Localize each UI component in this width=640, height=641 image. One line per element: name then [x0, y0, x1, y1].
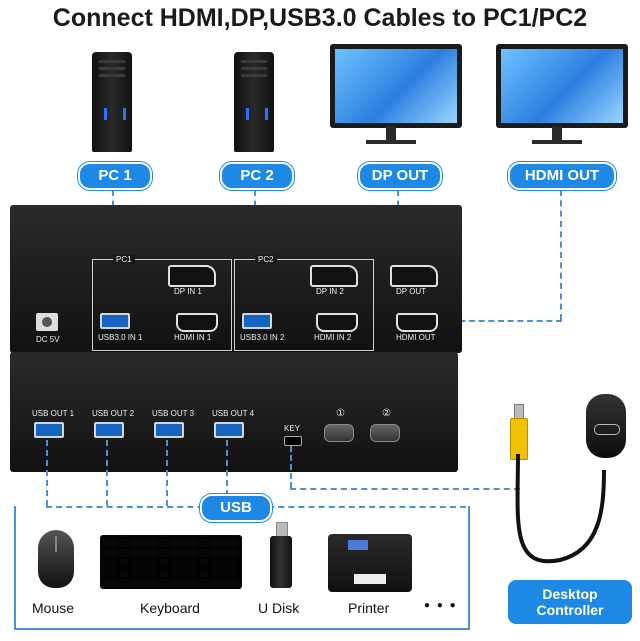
- usb-in-2-port-icon: [242, 313, 272, 329]
- hdmi-in-2-label: HDMI IN 2: [314, 333, 352, 342]
- hdmi-in-1-port-icon: [176, 313, 218, 332]
- switch-button-2[interactable]: [370, 424, 400, 442]
- hdmi-out-pill: HDMI OUT: [508, 162, 616, 190]
- pc1-port-group: PC1: [92, 255, 232, 351]
- keyboard-label: Keyboard: [140, 600, 200, 616]
- key-label: KEY: [284, 424, 301, 433]
- kvm-switch-front-panel: USB OUT 1 USB OUT 2 USB OUT 3 USB OUT 4 …: [10, 352, 458, 472]
- usb-out-2-label: USB OUT 2: [92, 409, 135, 418]
- controller-cable-icon: [515, 453, 606, 564]
- printer-label: Printer: [348, 600, 390, 616]
- group-tag-pc2: PC2: [255, 255, 277, 264]
- pc2-tower-icon: [234, 52, 274, 152]
- group-tag-pc1: PC1: [113, 255, 135, 264]
- usb-pill: USB: [200, 494, 272, 522]
- pc1-tower-icon: [92, 52, 132, 152]
- more-devices-icon: ● ● ●: [424, 600, 458, 611]
- keyboard-icon: [100, 535, 242, 589]
- dp-out-port-icon: [390, 265, 438, 287]
- desktop-controller-device-icon: [586, 394, 626, 458]
- key-port-icon: [284, 436, 302, 446]
- pc1-pill: PC 1: [78, 162, 152, 190]
- usb-out-3-label: USB OUT 3: [152, 409, 195, 418]
- usb-out-3-port-icon: [154, 422, 184, 438]
- usb-out-2-connector: [106, 440, 108, 506]
- usb-in-1-port-icon: [100, 313, 130, 329]
- hdmi-out-label: HDMI OUT: [396, 333, 436, 342]
- usb-devices-frame: [14, 506, 470, 630]
- hdmi-out-connector-v: [560, 190, 562, 320]
- udisk-icon: [270, 536, 292, 588]
- dp-in-2-port-icon: [310, 265, 358, 287]
- usb-out-1-label: USB OUT 1: [32, 409, 75, 418]
- dp-out-pill: DP OUT: [358, 162, 442, 190]
- usb-out-1-connector: [46, 440, 48, 506]
- key-connector-h: [290, 488, 520, 490]
- dp-in-1-port-icon: [168, 265, 216, 287]
- usb-out-4-label: USB OUT 4: [212, 409, 255, 418]
- pc2-port-group: PC2: [234, 255, 374, 351]
- dp-in-1-label: DP IN 1: [174, 287, 202, 296]
- switch-button-1[interactable]: [324, 424, 354, 442]
- hdmi-in-1-label: HDMI IN 1: [174, 333, 212, 342]
- key-connector-v: [290, 446, 292, 488]
- usb-out-4-connector: [226, 440, 228, 506]
- mouse-label: Mouse: [32, 600, 75, 616]
- dc-label: DC 5V: [36, 335, 60, 344]
- kvm-switch-rear-panel: PC1 PC2 DP IN 1 DP IN 2 DP OUT USB3.0 IN…: [10, 205, 462, 353]
- mouse-icon: [38, 530, 74, 588]
- usb-in-1-label: USB3.0 IN 1: [98, 333, 143, 342]
- udisk-label: U Disk: [258, 600, 300, 616]
- usb-out-4-port-icon: [214, 422, 244, 438]
- button-1-label: ①: [336, 408, 345, 419]
- dp-out-label: DP OUT: [396, 287, 427, 296]
- dp-in-2-label: DP IN 2: [316, 287, 344, 296]
- pc2-pill: PC 2: [220, 162, 294, 190]
- hdmi-out-port-icon: [396, 313, 438, 332]
- button-2-label: ②: [382, 408, 391, 419]
- desktop-controller-label: Desktop Controller: [508, 580, 632, 624]
- printer-icon: [328, 534, 412, 592]
- usb-in-2-label: USB3.0 IN 2: [240, 333, 285, 342]
- hdmi-in-2-port-icon: [316, 313, 358, 332]
- usb-out-3-connector: [166, 440, 168, 506]
- hdmi-out-connector-h: [440, 320, 562, 322]
- usb-out-1-port-icon: [34, 422, 64, 438]
- usb-out-2-port-icon: [94, 422, 124, 438]
- dc-power-jack-icon: [36, 313, 58, 331]
- page-title: Connect HDMI,DP,USB3.0 Cables to PC1/PC2: [52, 4, 588, 32]
